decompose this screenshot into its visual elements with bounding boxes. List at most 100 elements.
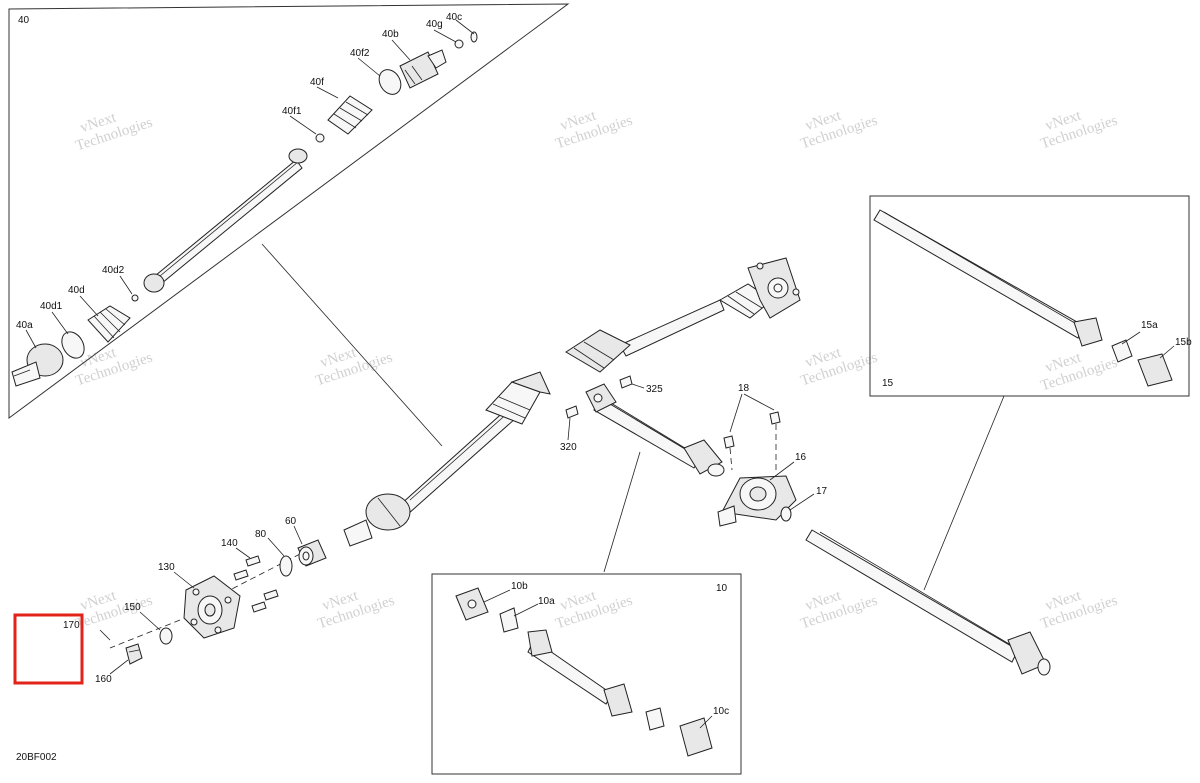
callout-320: 320 [560, 442, 577, 453]
callout-40f: 40f [310, 77, 324, 88]
outer-joint-spider [143, 273, 165, 293]
cv-joint-40a [11, 343, 64, 387]
watermark: vNext Technologies [1039, 107, 1120, 152]
callout-150: 150 [124, 602, 141, 613]
circlip-40c [470, 31, 478, 43]
watermark: vNext Technologies [314, 344, 395, 389]
washer-40g [454, 39, 464, 49]
callout-15a: 15a [1141, 320, 1158, 331]
hub-assembly: 140 80 60 130 150 170 160 [63, 516, 327, 685]
axle-shaft [149, 159, 303, 289]
shaft-15 [873, 209, 1085, 339]
callout-16: 16 [795, 452, 807, 463]
callout-17: 17 [816, 486, 828, 497]
group-40-frame: 40 [8, 3, 570, 419]
clamp-40f2 [378, 69, 402, 95]
callout-325: 325 [646, 384, 663, 395]
housing-40b [399, 49, 447, 89]
callout-130: 130 [158, 562, 175, 573]
selected-part-highlight[interactable] [13, 613, 84, 685]
boot-40f [327, 95, 373, 135]
prop-shaft-rear [805, 529, 1051, 676]
u-joint-15a [1111, 339, 1133, 363]
group-10-border [431, 573, 742, 775]
main-shaft-lower [399, 407, 517, 515]
callout-40a: 40a [16, 320, 33, 331]
clamp-40d1 [61, 331, 85, 359]
callout-140: 140 [221, 538, 238, 549]
group-15-pointer [923, 395, 1005, 591]
callout-10c: 10c [713, 706, 729, 717]
callout-10a: 10a [538, 596, 555, 607]
callout-40c: 40c [446, 12, 462, 23]
group-10-box: 10 10b 10a 10c [431, 573, 742, 775]
bolts-140 [233, 555, 279, 613]
callout-15b: 15b [1175, 337, 1192, 348]
inner-joint [288, 148, 308, 164]
group-40-label: 40 [18, 15, 30, 26]
callout-80: 80 [255, 529, 267, 540]
callout-10b: 10b [511, 581, 528, 592]
nut-160 [125, 643, 143, 665]
watermark: vNext Technologies [316, 587, 397, 632]
assembly-axis-nut [109, 619, 181, 649]
main-shaft-upper [619, 299, 725, 357]
watermark: vNext Technologies [554, 107, 635, 152]
rear-prop-tube [805, 529, 1019, 663]
callout-40d1: 40d1 [40, 301, 63, 312]
watermark: vNext Technologies [799, 344, 880, 389]
clamp-40d2 [131, 294, 139, 302]
bolt-320 [565, 405, 579, 419]
callout-160: 160 [95, 674, 112, 685]
shaft-40: 40c 40g 40b 40f2 40f 40f1 40d2 40d 40d1 … [11, 12, 478, 387]
callout-40d: 40d [68, 285, 85, 296]
front-yoke [585, 383, 617, 413]
callout-40f2: 40f2 [350, 48, 370, 59]
boot-lower [485, 371, 551, 425]
yoke-10c [679, 717, 713, 757]
ring-17 [780, 506, 792, 522]
bolts-18 [723, 411, 781, 471]
front-prop-tube [593, 397, 701, 469]
u-joint-10a [499, 607, 519, 633]
middle-cv-joint [565, 329, 631, 373]
center-bearing-16 [717, 475, 797, 527]
yoke-15b [1137, 353, 1173, 387]
bearing-60 [297, 539, 327, 567]
group-40-border [8, 3, 570, 419]
watermark: vNext Technologies [1039, 587, 1120, 632]
group-15-box: 15 15a 15b [869, 195, 1192, 397]
group-40-pointer [261, 243, 443, 447]
callout-40g: 40g [426, 19, 443, 30]
callout-40b: 40b [382, 29, 399, 40]
drive-flange [747, 257, 801, 319]
watermark: vNext Technologies [74, 109, 155, 154]
u-joint-10 [645, 707, 665, 731]
callout-170: 170 [63, 620, 80, 631]
group-10-pointer [603, 451, 641, 573]
hub-130 [183, 575, 241, 639]
callout-18: 18 [738, 383, 750, 394]
circlip-80 [279, 555, 293, 577]
tube-10 [527, 639, 613, 705]
clamp-40f1 [315, 133, 325, 143]
group-15-label: 15 [882, 378, 894, 389]
diagram-code: 20BF002 [16, 752, 57, 763]
watermark: vNext Technologies [799, 107, 880, 152]
watermark: vNext Technologies [799, 587, 880, 632]
callout-40d2: 40d2 [102, 265, 125, 276]
yoke-15 [1073, 317, 1103, 347]
washer-150 [159, 627, 173, 645]
watermark: vNext Technologies [554, 587, 635, 632]
group-10-label: 10 [716, 583, 728, 594]
middle-yoke [683, 439, 725, 477]
watermark: vNext Technologies [1039, 349, 1120, 394]
outer-cv-joint [343, 493, 411, 547]
callout-60: 60 [285, 516, 297, 527]
cotter-pin-170 [99, 629, 111, 641]
group-15-border [869, 195, 1190, 397]
main-drive-shaft [343, 257, 801, 547]
callout-40f1: 40f1 [282, 106, 302, 117]
